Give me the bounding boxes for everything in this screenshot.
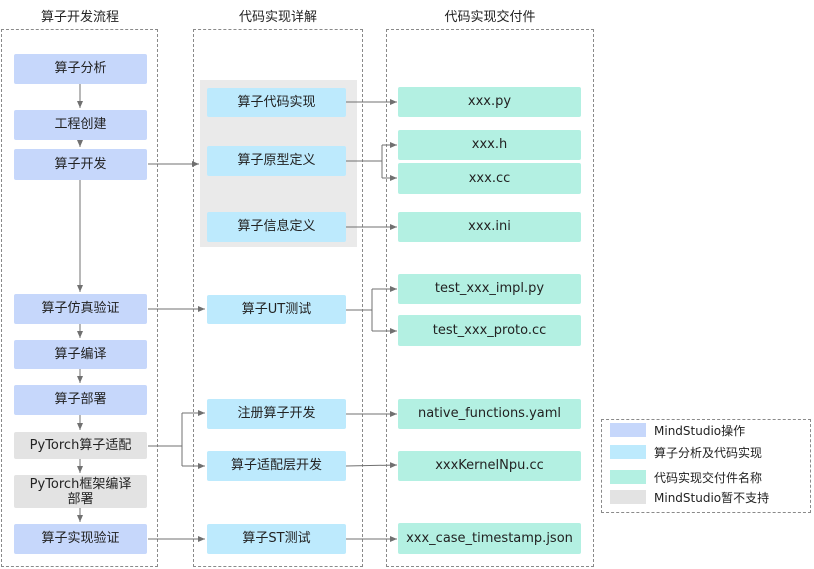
flow-column-frame — [1, 29, 158, 567]
deliverable-cc: xxx.cc — [398, 163, 581, 194]
flow-step-deploy: 算子部署 — [14, 385, 147, 415]
flow-step-develop: 算子开发 — [14, 149, 147, 180]
legend-swatch-green — [610, 470, 646, 484]
flow-step-create-project: 工程创建 — [14, 110, 147, 140]
legend-swatch-blue — [610, 423, 646, 437]
detail-info-def: 算子信息定义 — [207, 212, 346, 242]
legend-label: MindStudio操作 — [654, 423, 746, 438]
legend-label: 算子分析及代码实现 — [654, 445, 763, 460]
deliverable-impl-py: test_xxx_impl.py — [398, 274, 581, 304]
deliverable-ini: xxx.ini — [398, 212, 581, 242]
detail-ut-test: 算子UT测试 — [207, 295, 346, 324]
detail-register-dev: 注册算子开发 — [207, 399, 346, 429]
flow-step-simulation-verify: 算子仿真验证 — [14, 294, 147, 324]
detail-proto-def: 算子原型定义 — [207, 146, 346, 176]
deliverable-py: xxx.py — [398, 87, 581, 117]
flow-step-impl-verify: 算子实现验证 — [14, 524, 147, 554]
adapter-to-kernel-arrow — [345, 462, 398, 469]
flow-step-compile: 算子编译 — [14, 340, 147, 369]
legend-item-unsupported: MindStudio暂不支持 — [610, 489, 769, 505]
detail-code-impl: 算子代码实现 — [207, 88, 346, 117]
flow-step-pytorch-compile-deploy: PyTorch框架编译 部署 — [14, 475, 147, 508]
detail-column-title: 代码实现详解 — [238, 10, 317, 25]
flow-step-analysis: 算子分析 — [14, 54, 147, 84]
detail-st-test: 算子ST测试 — [207, 524, 346, 554]
legend-item-deliverable-name: 代码实现交付件名称 — [610, 469, 762, 485]
legend-swatch-lightblue — [610, 445, 646, 459]
deliverable-h: xxx.h — [398, 130, 581, 160]
legend-item-analysis-code: 算子分析及代码实现 — [610, 444, 762, 460]
detail-column-frame — [193, 29, 363, 567]
legend-label: MindStudio暂不支持 — [654, 490, 770, 505]
deliverable-kernel-cc: xxxKernelNpu.cc — [398, 451, 581, 481]
legend: MindStudio操作 算子分析及代码实现 代码实现交付件名称 MindStu… — [601, 419, 811, 513]
flow-column-title: 算子开发流程 — [40, 10, 119, 25]
flow-step-pytorch-adapt: PyTorch算子适配 — [14, 432, 147, 459]
legend-label: 代码实现交付件名称 — [654, 470, 763, 485]
legend-item-mindstudio-op: MindStudio操作 — [610, 422, 745, 438]
deliverable-proto-cc: test_xxx_proto.cc — [398, 315, 581, 346]
deliverable-column-title: 代码实现交付件 — [444, 10, 536, 25]
deliverable-column-frame — [386, 29, 594, 567]
detail-adapter-dev: 算子适配层开发 — [207, 451, 346, 481]
legend-swatch-grey — [610, 490, 646, 504]
deliverable-yaml: native_functions.yaml — [398, 399, 581, 429]
deliverable-json: xxx_case_timestamp.json — [398, 523, 581, 554]
